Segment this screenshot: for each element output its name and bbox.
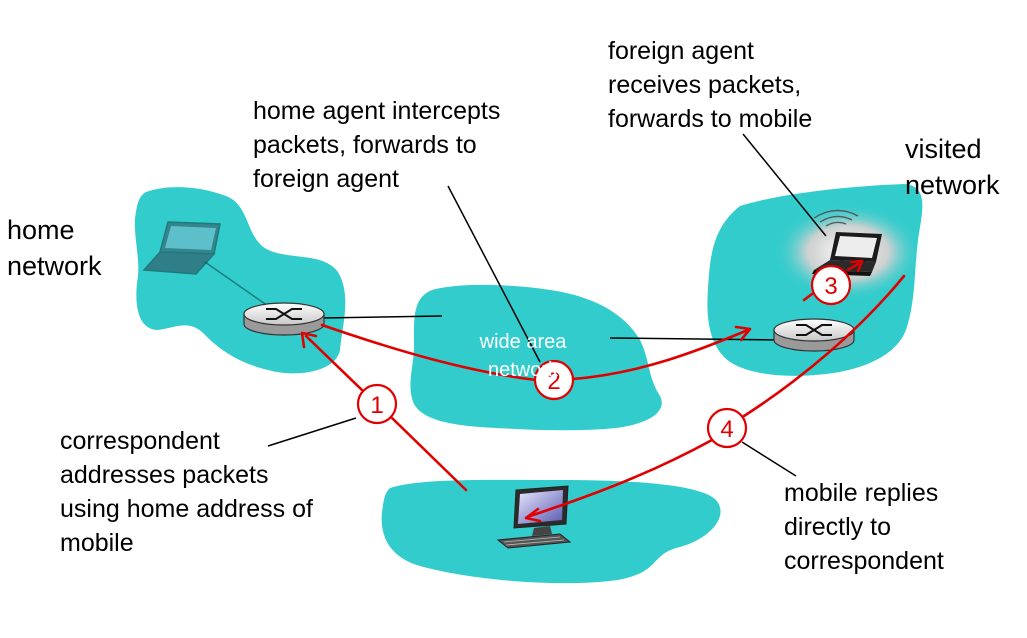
home-network-cloud (134, 187, 346, 374)
path-step-4 (528, 274, 906, 518)
wide-area-network-label: wide area network (479, 331, 567, 381)
wan-visited-router-link (609, 337, 783, 341)
arrowhead-step-1 (300, 331, 318, 349)
correspondent-callout-line (267, 417, 357, 447)
step-4-number: 4 (720, 416, 733, 443)
path-step-1 (304, 334, 468, 492)
home-router-wan-link (321, 315, 443, 319)
visited-router-icon (773, 318, 855, 352)
home-network-label: home network (7, 215, 102, 281)
path-step-2 (320, 323, 750, 382)
step-1-number: 1 (370, 392, 383, 419)
arrowhead-step-2 (734, 325, 752, 342)
home-laptop-icon (142, 221, 221, 275)
wireless-signal-icon (813, 209, 859, 227)
step-2-number: 2 (547, 368, 560, 395)
arrowhead-step-3 (849, 259, 864, 273)
step-3-number: 3 (824, 273, 837, 300)
wide-area-network-cloud (410, 284, 662, 431)
step-1-marker: 1 (356, 383, 398, 425)
step-2-marker: 2 (533, 359, 575, 401)
step-3-marker: 3 (810, 264, 852, 306)
step-4-marker: 4 (706, 407, 748, 449)
packet-paths (300, 259, 906, 523)
mobile-reply-callout-line (741, 441, 797, 477)
path-step-3 (802, 262, 860, 302)
home-agent-callout: home agent intercepts packets, forwards … (253, 97, 501, 193)
foreign-agent-callout: foreign agent receives packets, forwards… (608, 37, 813, 133)
mobile-reply-callout: mobile replies directly to correspondent (784, 479, 944, 575)
home-router-icon (243, 302, 325, 336)
home-agent-callout-line (447, 185, 541, 363)
home-router-laptop-link (204, 261, 269, 307)
correspondent-callout: correspondent addresses packets using ho… (60, 427, 313, 557)
foreign-agent-callout-line (742, 133, 827, 237)
arrowhead-step-4 (524, 507, 542, 523)
visited-network-label: visited network (905, 134, 1000, 200)
